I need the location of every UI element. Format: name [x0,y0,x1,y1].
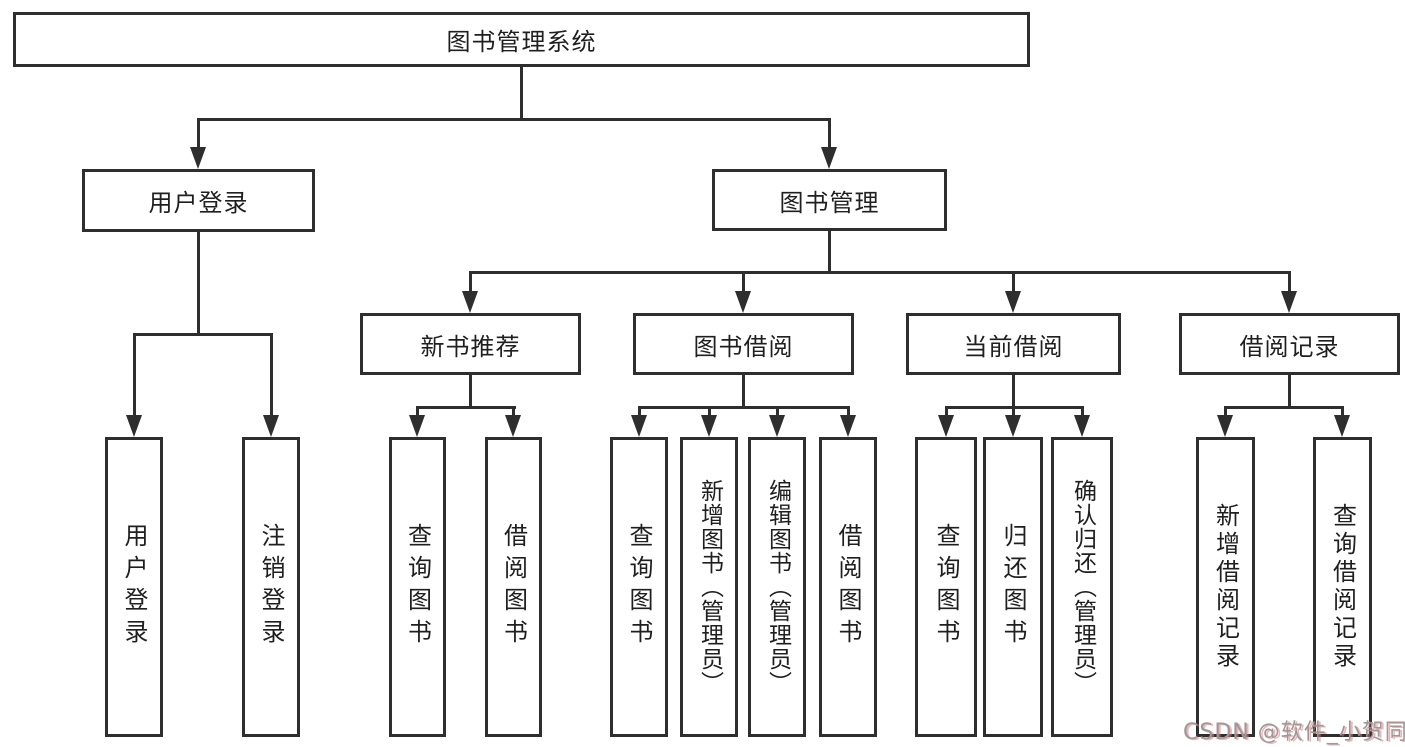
node-current-borrow: 当前借阅 [906,313,1121,375]
node-label: 归还图书 [999,523,1027,651]
connector-drop-book-management [828,118,831,149]
node-label: 借阅图书 [499,523,528,651]
connector-drop-leaf [847,406,850,416]
connector-records-bar [1224,406,1344,409]
leaf-query-books-recommend: 查询图书 [389,437,446,737]
connector-book-management-bar [469,271,1291,274]
connector-book-management-stem [828,231,831,274]
connector-drop-leaf-user-login [133,333,136,416]
arrow-down-icon [462,291,478,313]
arrow-down-icon [735,291,751,313]
leaf-borrow-books: 借阅图书 [819,437,877,737]
connector-drop-leaf [945,406,948,416]
connector-drop-leaf [416,406,419,416]
csdn-watermark: CSDN @软件_小贺同学 [1183,720,1405,745]
node-book-borrow: 图书借阅 [633,313,854,375]
leaf-add-borrow-record: 新增借阅记录 [1196,437,1255,737]
node-label: 用户登录 [148,189,249,217]
node-label: 用户登录 [120,523,148,651]
connector-drop-leaf [776,406,779,416]
node-label: 图书管理 [779,188,880,217]
leaf-return-books: 归还图书 [983,437,1043,737]
node-library-management-system: 图书管理系统 [13,12,1030,67]
leaf-query-books-current: 查询图书 [915,437,977,737]
arrow-down-icon [701,415,717,437]
node-label: 当前借阅 [963,332,1064,361]
connector-drop-leaf-logout [270,333,273,416]
leaf-add-books-admin: 新增图书（管理员） [680,437,738,737]
node-label: 编辑图书（管理员） [764,479,791,695]
connector-drop-current-borrow [1012,271,1015,293]
arrow-down-icon [1281,291,1297,313]
connector-drop-leaf [1341,406,1344,416]
leaf-user-login: 用户登录 [105,437,163,737]
connector-drop-leaf [1012,406,1015,416]
arrow-down-icon [1217,415,1233,437]
leaf-confirm-return-admin: 确认归还（管理员） [1051,437,1113,737]
connector-drop-book-borrow [742,271,745,293]
connector-drop-leaf [638,406,641,416]
leaf-query-borrow-record: 查询借阅记录 [1313,437,1372,737]
node-label: 查询图书 [403,523,432,651]
connector-drop-leaf [512,406,515,416]
connector-user-login-stem [197,232,200,335]
arrow-down-icon [938,415,954,437]
arrow-down-icon [1074,415,1090,437]
connector-drop-leaf [1224,406,1227,416]
node-label: 借阅图书 [834,523,862,651]
connector-drop-new-book-recommend [469,271,472,293]
connector-borrow-bar [638,406,850,409]
connector-recommend-stem [469,375,472,408]
node-label: 图书管理系统 [446,28,597,56]
arrow-down-icon [840,415,856,437]
connector-user-login-bar [133,333,273,336]
leaf-query-books-borrow: 查询图书 [610,437,668,737]
leaf-edit-books-admin: 编辑图书（管理员） [748,437,806,737]
arrow-down-icon [126,415,142,437]
arrow-down-icon [631,415,647,437]
leaf-borrow-books-recommend: 借阅图书 [485,437,542,737]
connector-drop-borrow-records [1288,271,1291,293]
connector-borrow-stem [742,375,745,408]
arrow-down-icon [821,147,837,169]
node-label: 新增图书（管理员） [696,479,723,695]
node-borrow-records: 借阅记录 [1179,313,1400,375]
arrow-down-icon [190,147,206,169]
node-label: 借阅记录 [1239,332,1340,361]
connector-root-stem [520,67,523,120]
connector-records-stem [1288,375,1291,408]
node-label: 图书借阅 [693,332,794,361]
connector-drop-leaf [1081,406,1084,416]
node-new-book-recommend: 新书推荐 [360,313,581,375]
arrow-down-icon [1334,415,1350,437]
node-book-management: 图书管理 [712,169,947,231]
node-label: 确认归还（管理员） [1069,479,1096,695]
connector-drop-leaf [708,406,711,416]
node-label: 查询图书 [625,523,653,651]
node-label: 查询图书 [932,523,960,651]
connector-current-stem [1012,375,1015,408]
connector-root-bar [197,118,831,121]
node-user-login: 用户登录 [82,169,315,232]
node-label: 新增借阅记录 [1211,503,1240,671]
connector-drop-user-login [197,118,200,149]
arrow-down-icon [1005,415,1021,437]
arrow-down-icon [1005,291,1021,313]
arrow-down-icon [769,415,785,437]
node-label: 注销登录 [257,523,285,651]
arrow-down-icon [409,415,425,437]
node-label: 查询借阅记录 [1328,503,1357,671]
leaf-logout: 注销登录 [242,437,300,737]
connector-recommend-bar [416,406,516,409]
arrow-down-icon [263,415,279,437]
node-label: 新书推荐 [420,332,521,361]
arrow-down-icon [505,415,521,437]
